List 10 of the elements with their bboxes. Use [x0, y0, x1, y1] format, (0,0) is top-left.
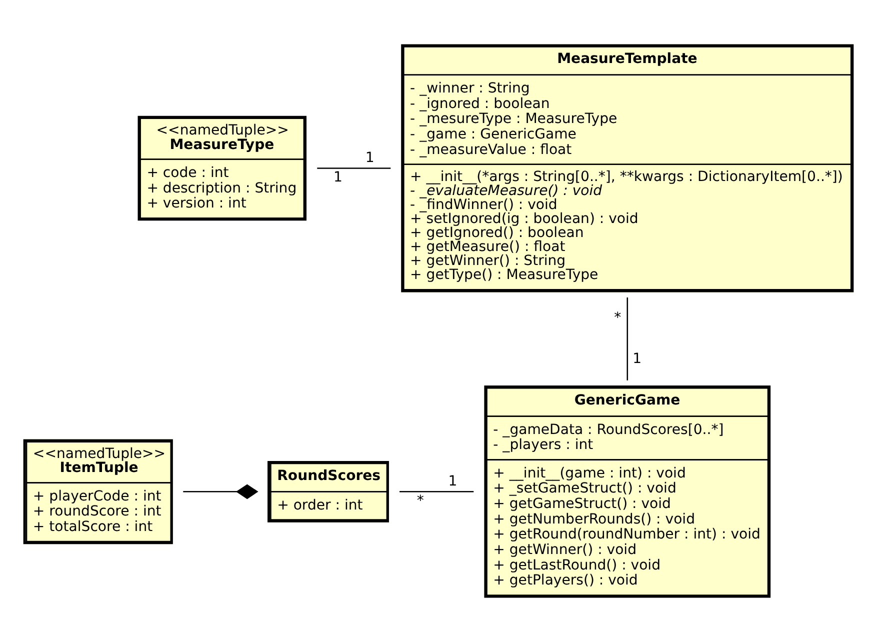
- connector: [400, 490, 474, 492]
- label: 1: [365, 150, 374, 166]
- label: *: [416, 492, 424, 508]
- label: 1: [334, 169, 342, 186]
- label: 1: [632, 350, 642, 367]
- label: 1: [448, 473, 458, 490]
- connector: [317, 167, 391, 168]
- connector: [183, 484, 258, 499]
- label: *: [614, 309, 622, 326]
- connector: [626, 296, 628, 380]
